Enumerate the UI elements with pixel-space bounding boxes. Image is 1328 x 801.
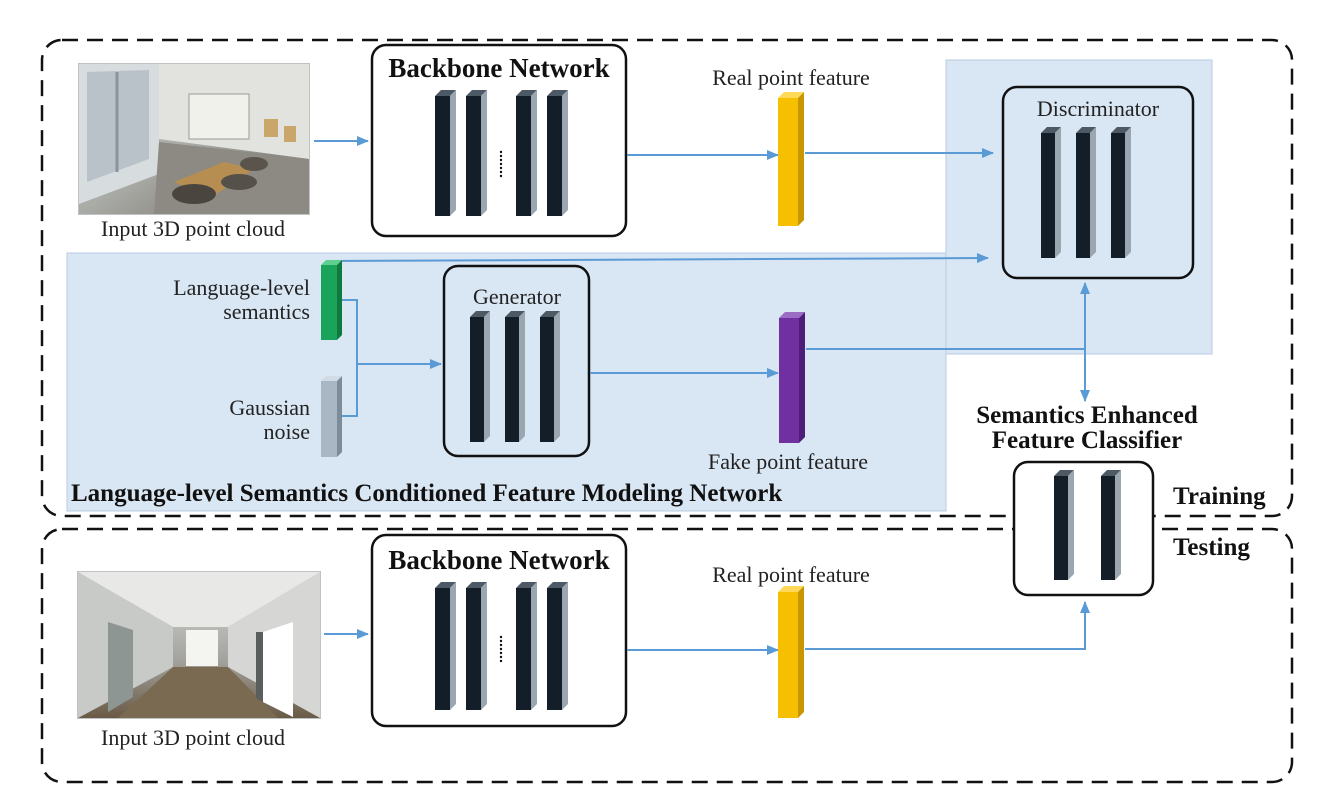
network-layer (470, 311, 490, 442)
fake-point-feature-bar (779, 312, 805, 443)
language-semantics-bar (321, 260, 342, 340)
language-semantics-label-line1: Language-level (173, 275, 310, 300)
training-frame (40, 38, 1294, 518)
arrows-testing (324, 601, 1090, 655)
classifier-layers (1054, 470, 1121, 580)
generator-layers (470, 311, 560, 442)
input-label-training: Input 3D point cloud (101, 216, 285, 241)
gaussian-noise-label-line2: noise (263, 419, 310, 445)
testing-stage-label: Testing (1173, 534, 1250, 561)
modeling-network-title: Language-level Semantics Conditioned Fea… (71, 480, 783, 507)
backbone-layers-testing (435, 582, 568, 710)
network-layer (516, 582, 537, 710)
network-layer (1054, 470, 1074, 580)
network-layer (466, 582, 487, 710)
training-stage-label: Training (1173, 483, 1266, 510)
classifier-box (1012, 460, 1155, 597)
network-layer (516, 90, 537, 216)
gaussian-noise-bar (321, 376, 342, 457)
discriminator-box (1001, 85, 1195, 280)
arrows-training (314, 136, 1090, 417)
generator-box (442, 264, 591, 458)
backbone-title-testing: Backbone Network (388, 545, 610, 575)
point-cloud-image-training (78, 63, 310, 215)
gaussian-noise-label-line1: Gaussian (229, 395, 310, 420)
network-layer (505, 311, 525, 442)
backbone-layers-training (435, 90, 568, 216)
ellipsis-testing (499, 635, 503, 663)
network-layer (1041, 127, 1061, 258)
network-layer (540, 311, 560, 442)
network-layer (435, 582, 456, 710)
backbone-title-training: Backbone Network (388, 53, 610, 83)
network-layer (1076, 127, 1096, 258)
language-semantics-label-line2: semantics (223, 299, 310, 325)
network-layer (435, 90, 456, 216)
network-layer (547, 90, 568, 216)
point-cloud-image-testing (77, 571, 321, 719)
discriminator-title: Discriminator (1036, 96, 1160, 121)
real-feature-label-testing: Real point feature (712, 562, 870, 587)
discriminator-layers (1041, 127, 1131, 258)
classifier-title-line1: Semantics Enhanced (976, 402, 1198, 429)
real-point-feature-bar-testing (778, 586, 804, 718)
gaussian-noise-label: Gaussian noise (229, 395, 310, 445)
fake-feature-label: Fake point feature (707, 449, 869, 474)
network-layer (1111, 127, 1131, 258)
input-label-testing: Input 3D point cloud (101, 725, 285, 750)
network-layer (466, 90, 487, 216)
network-layer (547, 582, 568, 710)
generator-title: Generator (473, 284, 561, 309)
ellipsis-training (499, 150, 503, 178)
real-point-feature-bar-training (778, 92, 804, 226)
network-layer (1101, 470, 1121, 580)
testing-frame (40, 527, 1294, 784)
classifier-title: Semantics Enhanced Feature Classifier (976, 403, 1198, 453)
classifier-title-line2: Feature Classifier (991, 427, 1183, 454)
real-feature-label-training: Real point feature (712, 65, 870, 90)
language-semantics-label: Language-level semantics (173, 275, 310, 325)
